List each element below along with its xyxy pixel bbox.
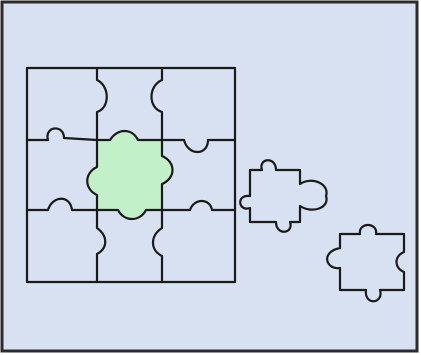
highlighted-center-piece xyxy=(87,131,172,219)
background-panel xyxy=(2,2,417,351)
